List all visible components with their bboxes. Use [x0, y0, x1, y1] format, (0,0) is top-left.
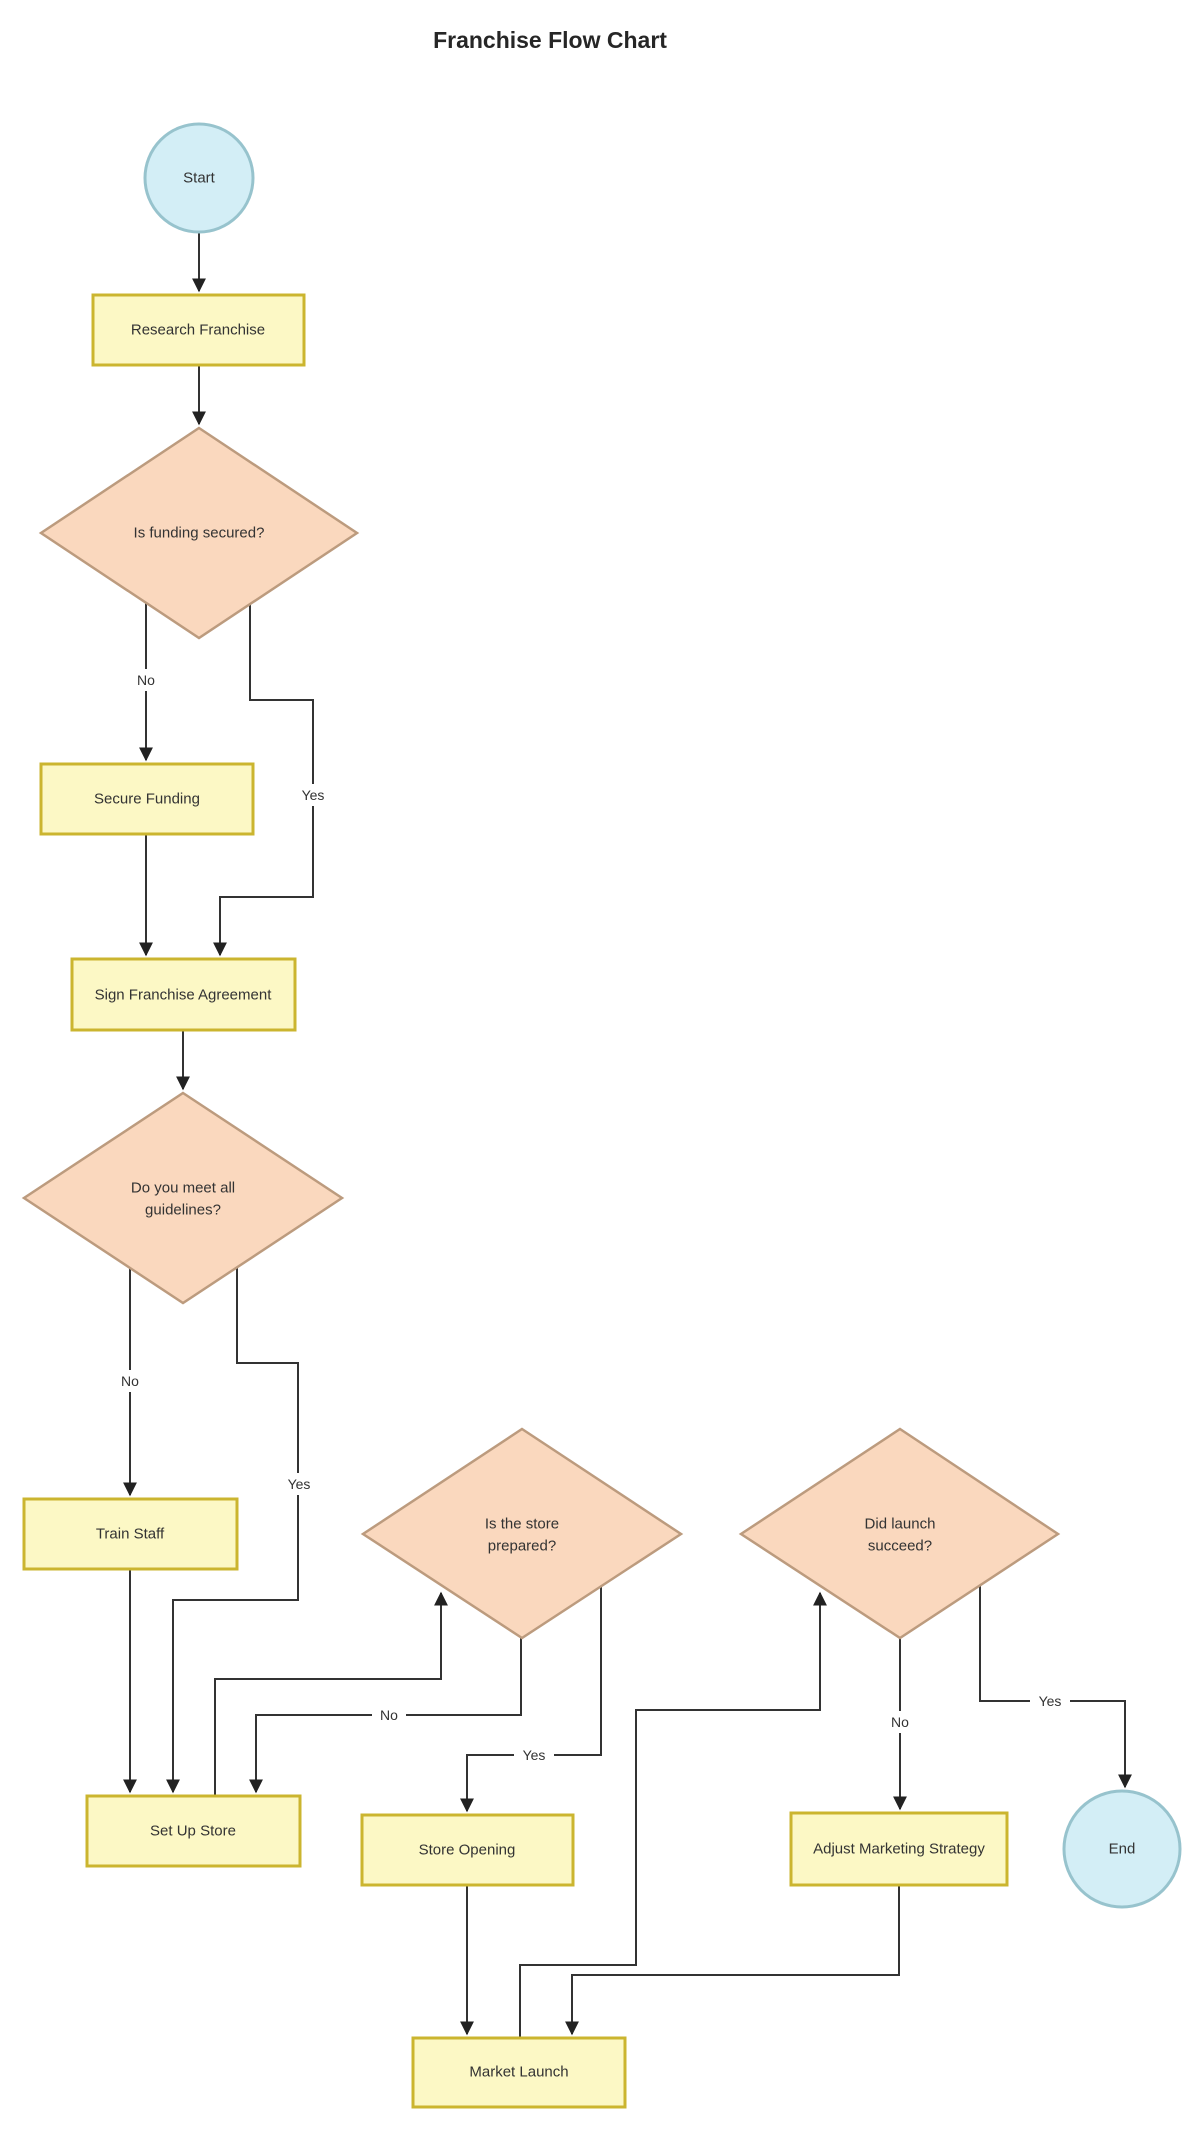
edge-setupstore-storeprepared — [214, 1591, 448, 1796]
launch-label-line2: succeed? — [868, 1538, 932, 1555]
edge-adjustmarketing-marketlaunch — [565, 1886, 900, 2036]
edge-marketlaunch-launch — [519, 1591, 827, 2038]
guidelines-no-label-bg — [113, 1370, 147, 1392]
research-process-box — [91, 293, 306, 367]
node-secure-funding: Secure Funding — [39, 762, 255, 836]
node-train-staff: Train Staff — [22, 1497, 239, 1571]
setup-store-process-box — [85, 1794, 302, 1868]
funding-no-label-bg — [129, 669, 163, 691]
train-staff-label: Train Staff — [96, 1526, 165, 1543]
storeprepared-no-label-bg — [372, 1704, 406, 1726]
storeprepared-yes-label-bg — [514, 1744, 554, 1766]
storeprepared-no-label: No — [380, 1707, 398, 1723]
node-store-opening: Store Opening — [360, 1813, 575, 1887]
launch-yes-label-bg — [1030, 1690, 1070, 1712]
store-prepared-label-line2: prepared? — [488, 1538, 556, 1555]
storeprepared-yes-label: Yes — [523, 1747, 546, 1763]
node-launch-decision: Did launch succeed? — [738, 1427, 1061, 1640]
funding-label: Is funding secured? — [134, 525, 265, 542]
sign-agreement-process-box — [70, 957, 297, 1032]
node-setup-store: Set Up Store — [85, 1794, 302, 1868]
research-label: Research Franchise — [131, 322, 265, 339]
funding-decision-diamond — [38, 426, 360, 640]
launch-yes-label: Yes — [1039, 1693, 1062, 1709]
page-title: Franchise Flow Chart — [433, 27, 667, 53]
funding-no-label: No — [137, 672, 155, 688]
node-funding-decision: Is funding secured? — [38, 426, 360, 640]
node-guidelines-decision: Do you meet all guidelines? — [21, 1091, 345, 1305]
edge-labels: No Yes No Yes No Yes No Yes — [113, 669, 1070, 1766]
store-prepared-decision-diamond — [360, 1427, 684, 1640]
secure-funding-process-box — [39, 762, 255, 836]
guidelines-yes-label-bg — [279, 1473, 319, 1495]
node-end: End — [1062, 1789, 1182, 1909]
guidelines-label-line2: guidelines? — [145, 1202, 221, 1219]
node-research-franchise: Research Franchise — [91, 293, 306, 367]
edge-launch-yes — [979, 1585, 1132, 1789]
train-staff-process-box — [22, 1497, 239, 1571]
adjust-marketing-label: Adjust Marketing Strategy — [813, 1841, 985, 1858]
launch-no-label: No — [891, 1714, 909, 1730]
start-terminal-circle — [143, 122, 255, 234]
node-start: Start — [143, 122, 255, 234]
node-market-launch: Market Launch — [411, 2036, 627, 2109]
setup-store-label: Set Up Store — [150, 1823, 236, 1840]
edges — [123, 232, 1132, 2038]
store-opening-process-box — [360, 1813, 575, 1887]
node-store-prepared-decision: Is the store prepared? — [360, 1427, 684, 1640]
secure-funding-label: Secure Funding — [94, 791, 200, 808]
guidelines-no-label: No — [121, 1373, 139, 1389]
store-opening-label: Store Opening — [419, 1842, 516, 1859]
launch-decision-diamond — [738, 1427, 1061, 1640]
end-terminal-circle — [1062, 1789, 1182, 1909]
market-launch-label: Market Launch — [469, 2064, 568, 2081]
guidelines-decision-diamond — [21, 1091, 345, 1305]
start-label: Start — [183, 170, 216, 187]
node-adjust-marketing: Adjust Marketing Strategy — [789, 1811, 1009, 1887]
adjust-marketing-process-box — [789, 1811, 1009, 1887]
launch-label-line1: Did launch — [865, 1516, 936, 1533]
node-sign-agreement: Sign Franchise Agreement — [70, 957, 297, 1032]
end-label: End — [1109, 1841, 1136, 1858]
store-prepared-label-line1: Is the store — [485, 1516, 559, 1533]
guidelines-label-line1: Do you meet all — [131, 1180, 235, 1197]
guidelines-yes-label: Yes — [288, 1476, 311, 1492]
launch-no-label-bg — [883, 1711, 917, 1733]
sign-agreement-label: Sign Franchise Agreement — [95, 987, 273, 1004]
market-launch-process-box — [411, 2036, 627, 2109]
funding-yes-label-bg — [293, 784, 333, 806]
funding-yes-label: Yes — [302, 787, 325, 803]
